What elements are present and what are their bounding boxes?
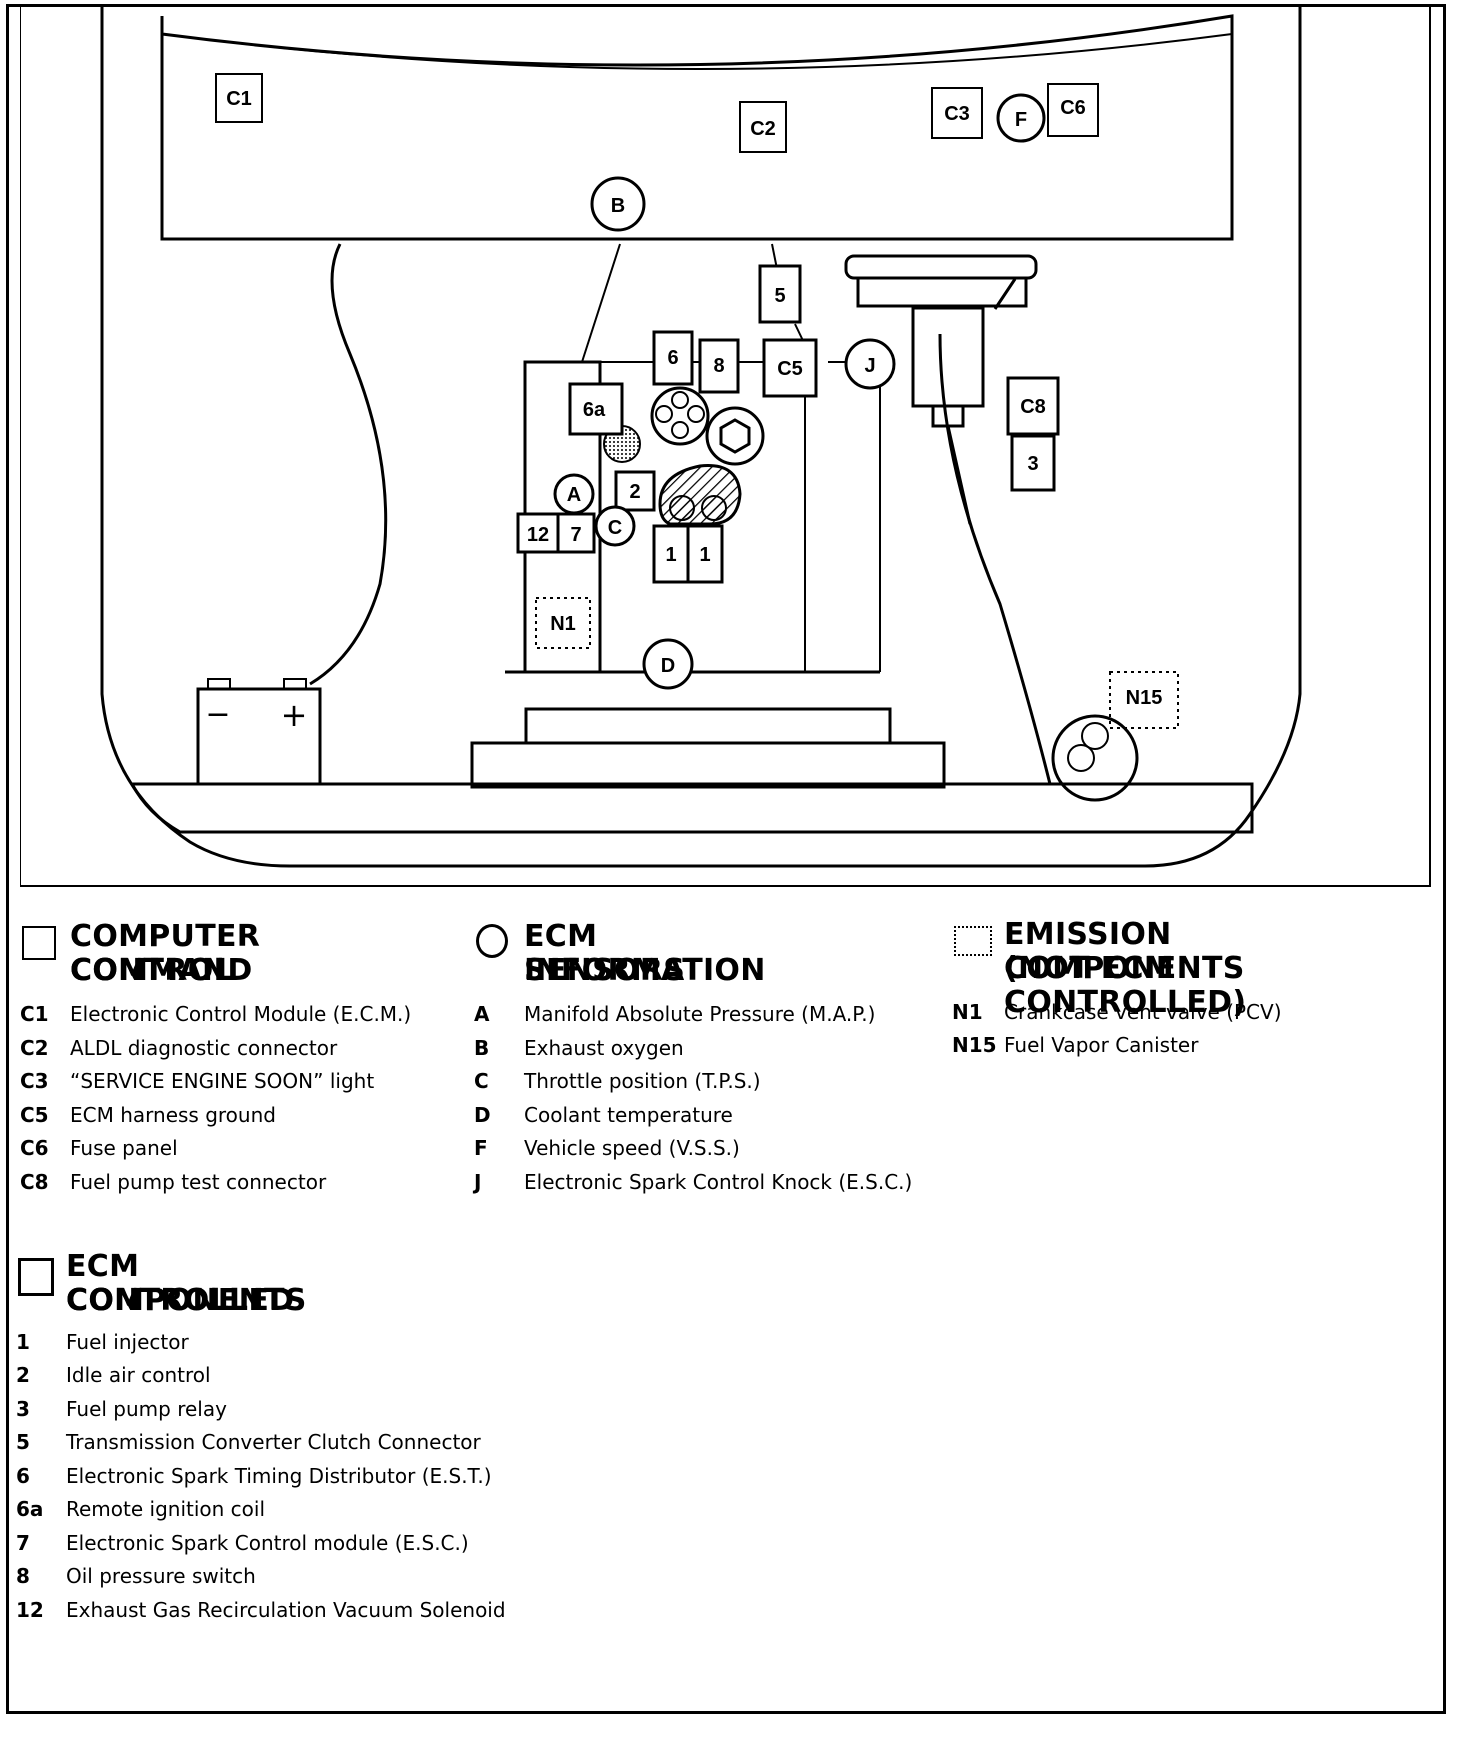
box-3-label: 3: [1027, 453, 1038, 475]
legend-ecm-sensors-title-1: ECM INFORMATION: [524, 919, 766, 988]
legend-computer-command-title-2: CONTROL: [70, 953, 233, 988]
hose-line: [946, 425, 972, 525]
hose-bracket: [993, 278, 1017, 310]
vapor-canister: [1051, 714, 1139, 802]
box-c3-label: C3: [944, 103, 970, 125]
right-fender-curve: [938, 333, 1052, 785]
box-12: 12: [516, 512, 560, 554]
sensor-j-label: J: [864, 355, 875, 377]
sensor-c-label: C: [608, 517, 622, 539]
box-6-label: 6: [667, 347, 678, 369]
injector-port-1: [669, 495, 695, 521]
box-2-label: 2: [629, 481, 640, 503]
box-1a: 1: [652, 524, 690, 584]
front-bumper: [129, 782, 1254, 834]
box-2: 2: [614, 470, 656, 512]
air-cleaner-body: [856, 276, 1028, 308]
box-1b-label: 1: [699, 544, 710, 566]
box-5-label: 5: [774, 285, 785, 307]
sensor-circle-c: C: [594, 505, 636, 547]
injector-port-2: [701, 495, 727, 521]
radiator-top: [524, 707, 892, 745]
box-c2-label: C2: [750, 118, 776, 140]
sensor-circle-b: B: [590, 176, 646, 232]
box-7: 7: [556, 512, 596, 554]
circle-icon: [476, 924, 508, 958]
box-c6-label: C6: [1060, 97, 1086, 119]
box-1b: 1: [686, 524, 724, 584]
sensor-b-label: B: [611, 195, 625, 217]
throttle-body: [911, 306, 985, 408]
wire-b: [581, 243, 621, 363]
sensor-a-label: A: [567, 484, 581, 506]
bold-square-icon: [18, 1258, 54, 1296]
emission-n15: N15: [1109, 671, 1179, 729]
box-c6: C6: [1047, 83, 1099, 137]
legend-ecm-sensors-title-2: SENSORS: [524, 953, 686, 988]
battery-neg-label: −: [205, 697, 230, 732]
box-6a-label: 6a: [583, 399, 606, 421]
air-cleaner-top: [844, 254, 1038, 280]
box-c1-label: C1: [226, 88, 252, 110]
emission-n1: N1: [535, 597, 591, 649]
battery-terminal-pos: [283, 678, 307, 690]
legend-computer-command-title-1: COMPUTER COMMAND: [70, 919, 261, 988]
sensor-f-label: F: [1015, 109, 1027, 131]
cowl-curve: [161, 33, 1233, 70]
canister-port-2: [1067, 744, 1095, 772]
box-6: 6: [652, 330, 694, 386]
distributor-cap: [650, 386, 710, 446]
sensor-circle-f: F: [996, 93, 1046, 143]
legend-emission-title-1: EMISSION COMPONENTS: [1004, 917, 1245, 986]
sensor-circle-d: D: [642, 638, 694, 690]
legend-ecm-controlled-title-1: ECM CONTROLLED: [66, 1249, 295, 1318]
battery-pos-label: +: [281, 696, 308, 734]
battery-terminal-neg: [207, 678, 231, 690]
left-fender-curve: [309, 243, 388, 686]
sensor-circle-a: A: [553, 473, 595, 515]
box-c5-label: C5: [777, 358, 803, 380]
sensor-d-label: D: [661, 655, 675, 677]
emission-n1-label: N1: [550, 613, 576, 635]
box-3: 3: [1010, 434, 1056, 492]
sensor-circle-j: J: [844, 338, 896, 390]
box-c1: C1: [215, 73, 263, 123]
legend-ecm-controlled-title-2: COMPONENTS: [66, 1283, 307, 1318]
engine-compartment-diagram: − + C1 C2 C3 C6 5 6: [20, 5, 1431, 887]
box-12-label: 12: [527, 524, 549, 546]
radiator-bottom: [470, 741, 946, 789]
box-6a: 6a: [568, 382, 624, 436]
dotted-square-icon: [954, 926, 992, 956]
canister-port-1: [1081, 722, 1109, 750]
oil-filter: [705, 406, 765, 466]
square-icon: [22, 926, 56, 960]
box-1a-label: 1: [665, 544, 676, 566]
box-c2: C2: [739, 101, 787, 153]
box-c3: C3: [931, 87, 983, 139]
box-c8-label: C8: [1020, 396, 1046, 418]
legend-emission-title-2: (NOT ECM CONTROLLED): [1004, 951, 1247, 1020]
box-5: 5: [758, 264, 802, 324]
emission-n15-label: N15: [1126, 687, 1163, 709]
box-c5: C5: [762, 338, 818, 398]
box-c8: C8: [1006, 376, 1060, 436]
box-7-label: 7: [570, 524, 581, 546]
box-8-label: 8: [713, 355, 724, 377]
battery: [196, 687, 322, 786]
diagram-border: [20, 5, 1431, 887]
box-8: 8: [698, 338, 740, 394]
